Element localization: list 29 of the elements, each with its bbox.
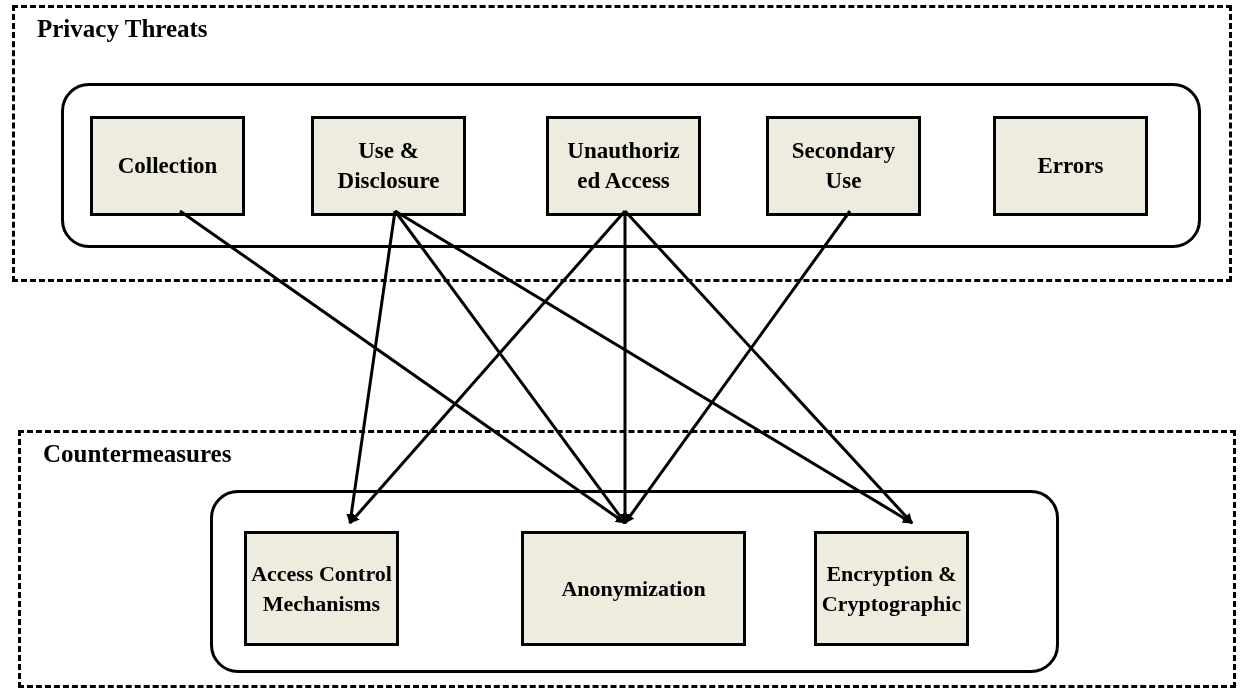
arrow [393, 210, 627, 524]
dashed-group-frame [18, 430, 1236, 688]
process-box [766, 116, 921, 216]
process-box [993, 116, 1148, 216]
dashed-group-frame [12, 5, 1232, 282]
group-heading: Countermeasures [43, 439, 232, 469]
arrow [348, 210, 627, 524]
process-box [814, 531, 969, 646]
process-box [90, 116, 245, 216]
arrow [623, 210, 914, 524]
box-label: Use & Disclosure [336, 137, 441, 195]
arrow [346, 210, 397, 524]
process-box [546, 116, 701, 216]
box-label: Errors [1036, 152, 1105, 180]
process-box [311, 116, 466, 216]
process-box [521, 531, 746, 646]
rounded-container [210, 490, 1059, 673]
rounded-container [61, 83, 1201, 248]
group-heading: Privacy Threats [37, 14, 208, 44]
process-box [244, 531, 399, 646]
box-label: Secondary Use [790, 137, 897, 195]
box-label: Unauthoriz ed Access [566, 137, 681, 195]
box-label: Access Control Mechanisms [250, 559, 393, 618]
arrow [623, 210, 852, 524]
box-label: Collection [116, 152, 219, 180]
arrow [179, 209, 626, 525]
arrow [394, 209, 913, 525]
box-label: Encryption & Cryptographic [820, 559, 963, 618]
box-label: Anonymization [560, 574, 707, 603]
